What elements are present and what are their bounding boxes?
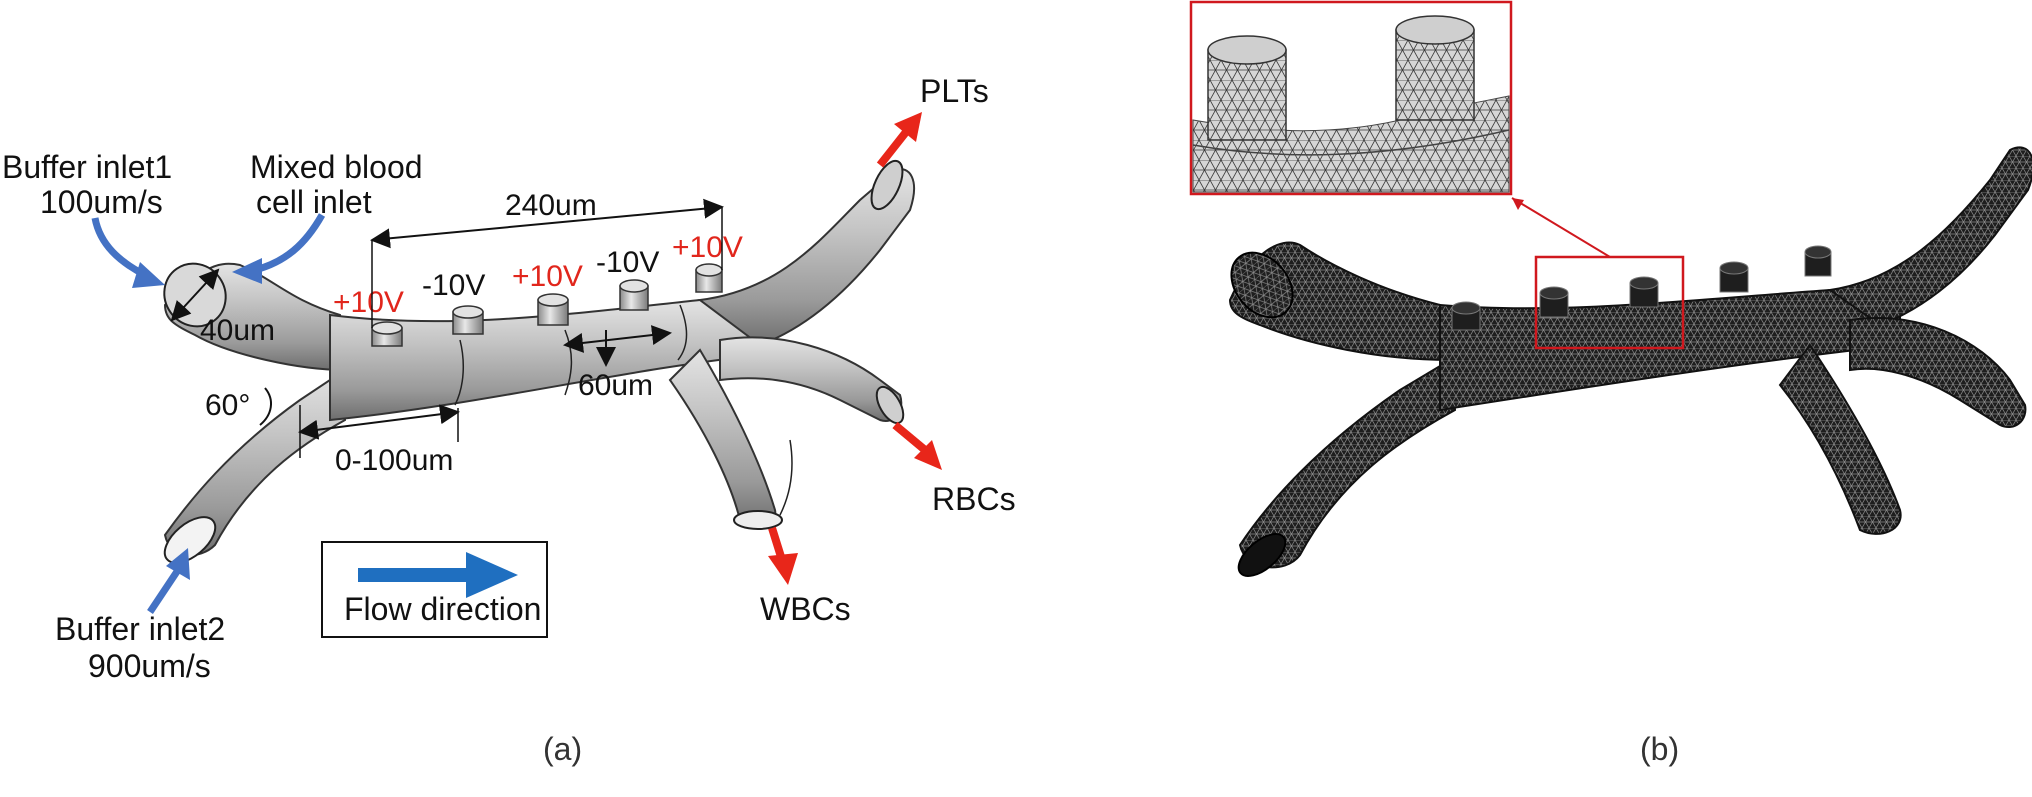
meshed-channel xyxy=(1228,146,2032,577)
mesh-inlet1-opening xyxy=(1230,251,1294,319)
dimension-lines xyxy=(170,198,724,458)
plt-outlet-branch xyxy=(697,168,915,347)
span-dim-line xyxy=(370,198,724,249)
electrode-2 xyxy=(452,305,484,335)
offset-dim-label: 0-100um xyxy=(335,444,453,477)
rbc-opening xyxy=(875,385,905,425)
inlet2-opening xyxy=(163,516,217,564)
electrode-4 xyxy=(619,279,649,311)
electrode-label-3: +10V xyxy=(512,260,583,293)
zoom-inset xyxy=(1189,0,1513,196)
rbc-outlet-branch xyxy=(719,336,903,422)
panel-a: +10V -10V +10V -10V +10V 240um 40um 60° … xyxy=(2,73,1016,767)
mixed-inlet-arrow xyxy=(254,213,326,274)
electrode-label-2: -10V xyxy=(422,269,485,302)
electrode-label-4: -10V xyxy=(596,246,659,279)
wbc-arrow xyxy=(768,526,786,562)
buffer-inlet1-name: Buffer inlet1 xyxy=(2,149,172,185)
span-dim-label: 240um xyxy=(505,189,597,222)
inlet1-arrow xyxy=(91,217,147,279)
buffer-inlet2-name: Buffer inlet2 xyxy=(55,611,225,647)
seam-lines xyxy=(454,304,793,516)
mesh-inlet2 xyxy=(1238,358,1457,569)
mesh-electrodes xyxy=(1451,245,1832,331)
electrode-5 xyxy=(695,263,723,293)
panel-a-caption: (a) xyxy=(543,731,582,767)
wbc-label: WBCs xyxy=(760,591,851,627)
diameter-dim-label: 40um xyxy=(200,314,275,347)
diameter-dim-line xyxy=(170,268,220,322)
spacing-dim-line xyxy=(563,325,672,353)
plt-label: PLTs xyxy=(920,73,989,109)
buffer-inlet1-speed: 100um/s xyxy=(40,184,163,220)
electrode-label-1: +10V xyxy=(333,286,404,319)
plt-arrow xyxy=(876,129,910,168)
panel-b: (b) xyxy=(1189,0,2032,767)
electrode-1 xyxy=(371,321,403,347)
mesh-outlet-right xyxy=(1849,317,2027,428)
buffer-inlet2-speed: 900um/s xyxy=(88,648,211,684)
angle-arc xyxy=(259,387,272,426)
outlet-arrows xyxy=(768,112,942,585)
offset-dim-line xyxy=(298,404,460,440)
angle-label: 60° xyxy=(205,389,250,422)
mesh-inlet2-opening xyxy=(1237,533,1287,577)
panel-b-caption: (b) xyxy=(1640,731,1679,767)
electrode-label-5: +10V xyxy=(672,231,743,264)
rbc-label: RBCs xyxy=(932,481,1016,517)
flow-direction-label: Flow direction xyxy=(344,591,541,627)
spacing-dim-label: 60um xyxy=(578,369,653,402)
zoom-connector xyxy=(1511,197,1611,258)
mixed-inlet-line2: cell inlet xyxy=(256,184,372,220)
inlet-arrows xyxy=(91,213,326,614)
electrode-cylinders xyxy=(371,263,723,347)
mesh-outlet-top xyxy=(1827,146,2032,327)
mixed-inlet-line1: Mixed blood xyxy=(250,149,423,185)
flow-direction-legend: Flow direction xyxy=(321,541,548,638)
rbc-arrow xyxy=(892,421,928,454)
plt-opening xyxy=(870,159,904,211)
mesh-outlet-down xyxy=(1778,343,1902,535)
wbc-opening xyxy=(733,510,783,530)
inlet2-arrow xyxy=(147,568,181,614)
electrode-3 xyxy=(537,293,569,326)
